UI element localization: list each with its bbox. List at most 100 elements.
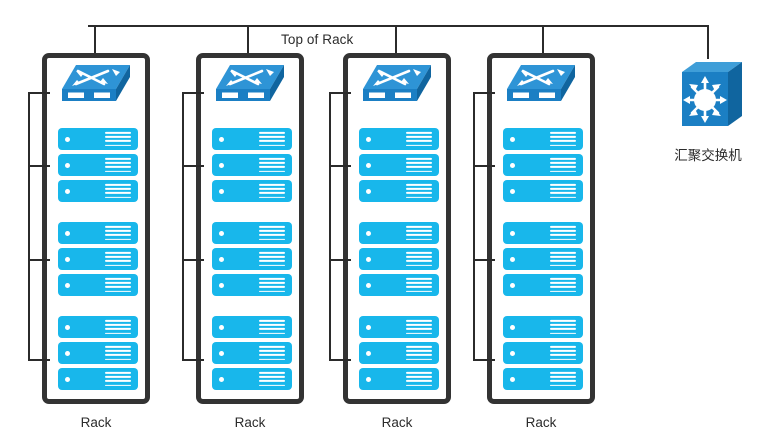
server-unit[interactable]: [359, 316, 439, 338]
rack-2-cable-tap: [182, 165, 204, 167]
server-unit[interactable]: [503, 368, 583, 390]
top-of-rack-bus-line: [88, 25, 709, 27]
server-led-icon: [65, 162, 70, 168]
rack-4-cable-tap: [473, 359, 495, 361]
aggregation-switch-cube-icon[interactable]: [668, 58, 748, 138]
server-unit[interactable]: [58, 274, 138, 296]
server-unit[interactable]: [359, 368, 439, 390]
server-led-icon: [65, 136, 70, 142]
server-vent-icon: [105, 183, 131, 199]
server-led-icon: [510, 230, 515, 236]
server-unit[interactable]: [58, 368, 138, 390]
server-led-icon: [65, 282, 70, 288]
server-unit[interactable]: [359, 274, 439, 296]
server-vent-icon: [105, 277, 131, 293]
server-led-icon: [366, 136, 371, 142]
server-unit[interactable]: [212, 128, 292, 150]
server-led-icon: [510, 324, 515, 330]
server-led-icon: [219, 230, 224, 236]
server-unit[interactable]: [58, 128, 138, 150]
server-unit[interactable]: [503, 154, 583, 176]
server-led-icon: [65, 230, 70, 236]
tor-switch-icon[interactable]: [361, 63, 433, 105]
aggregation-switch-label: 汇聚交换机: [674, 148, 742, 163]
server-unit[interactable]: [503, 222, 583, 244]
server-unit[interactable]: [212, 316, 292, 338]
tor-switch-icon[interactable]: [505, 63, 577, 105]
bus-drop-rack-1: [94, 25, 96, 57]
server-unit[interactable]: [212, 222, 292, 244]
server-unit[interactable]: [359, 128, 439, 150]
server-vent-icon: [259, 225, 285, 241]
server-vent-icon: [406, 131, 432, 147]
rack-2[interactable]: Rack: [196, 53, 304, 430]
server-unit[interactable]: [58, 342, 138, 364]
rack-1-cable-tap: [28, 359, 50, 361]
server-vent-icon: [550, 157, 576, 173]
server-led-icon: [65, 256, 70, 262]
rack-1-cable-tap: [28, 165, 50, 167]
server-unit[interactable]: [212, 274, 292, 296]
server-vent-icon: [259, 277, 285, 293]
rack-1-cable-trunk: [28, 92, 30, 360]
server-led-icon: [219, 350, 224, 356]
server-vent-icon: [406, 371, 432, 387]
server-unit[interactable]: [503, 274, 583, 296]
server-unit[interactable]: [503, 248, 583, 270]
server-unit[interactable]: [212, 180, 292, 202]
server-unit[interactable]: [58, 154, 138, 176]
rack-label: Rack: [234, 415, 266, 430]
rack-4[interactable]: Rack: [487, 53, 595, 430]
rack-2-cable-tap: [182, 359, 204, 361]
bus-drop-rack-3: [395, 25, 397, 57]
server-unit[interactable]: [212, 248, 292, 270]
server-led-icon: [65, 350, 70, 356]
server-vent-icon: [550, 183, 576, 199]
server-unit[interactable]: [503, 342, 583, 364]
rack-1[interactable]: Rack: [42, 53, 150, 430]
tor-switch-icon[interactable]: [60, 63, 132, 105]
bus-drop-rack-4: [542, 25, 544, 57]
server-unit[interactable]: [212, 154, 292, 176]
server-vent-icon: [259, 319, 285, 335]
server-unit[interactable]: [359, 342, 439, 364]
server-unit[interactable]: [212, 368, 292, 390]
server-vent-icon: [105, 319, 131, 335]
rack-3[interactable]: Rack: [343, 53, 451, 430]
rack-3-cable-trunk: [329, 92, 331, 360]
server-unit[interactable]: [359, 180, 439, 202]
server-vent-icon: [406, 157, 432, 173]
tor-switch-icon[interactable]: [214, 63, 286, 105]
top-of-rack-label: Top of Rack: [281, 32, 354, 47]
server-vent-icon: [406, 319, 432, 335]
server-led-icon: [65, 376, 70, 382]
server-led-icon: [510, 256, 515, 262]
bus-drop-aggregation-switch: [707, 25, 709, 59]
server-led-icon: [510, 376, 515, 382]
server-vent-icon: [105, 225, 131, 241]
server-led-icon: [366, 376, 371, 382]
server-unit[interactable]: [58, 248, 138, 270]
server-unit[interactable]: [359, 222, 439, 244]
rack-2-cable-tap: [182, 92, 204, 94]
rack-1-cable-tap: [28, 259, 50, 261]
server-unit[interactable]: [503, 316, 583, 338]
server-unit[interactable]: [58, 222, 138, 244]
server-vent-icon: [259, 157, 285, 173]
server-vent-icon: [406, 345, 432, 361]
server-unit[interactable]: [58, 180, 138, 202]
server-unit[interactable]: [58, 316, 138, 338]
server-led-icon: [219, 282, 224, 288]
rack-3-cable-tap: [329, 165, 351, 167]
server-vent-icon: [550, 345, 576, 361]
server-unit[interactable]: [503, 128, 583, 150]
server-vent-icon: [259, 371, 285, 387]
server-unit[interactable]: [212, 342, 292, 364]
server-led-icon: [366, 282, 371, 288]
server-led-icon: [366, 230, 371, 236]
server-vent-icon: [105, 251, 131, 267]
rack-4-cable-tap: [473, 165, 495, 167]
server-unit[interactable]: [359, 154, 439, 176]
server-unit[interactable]: [503, 180, 583, 202]
server-unit[interactable]: [359, 248, 439, 270]
